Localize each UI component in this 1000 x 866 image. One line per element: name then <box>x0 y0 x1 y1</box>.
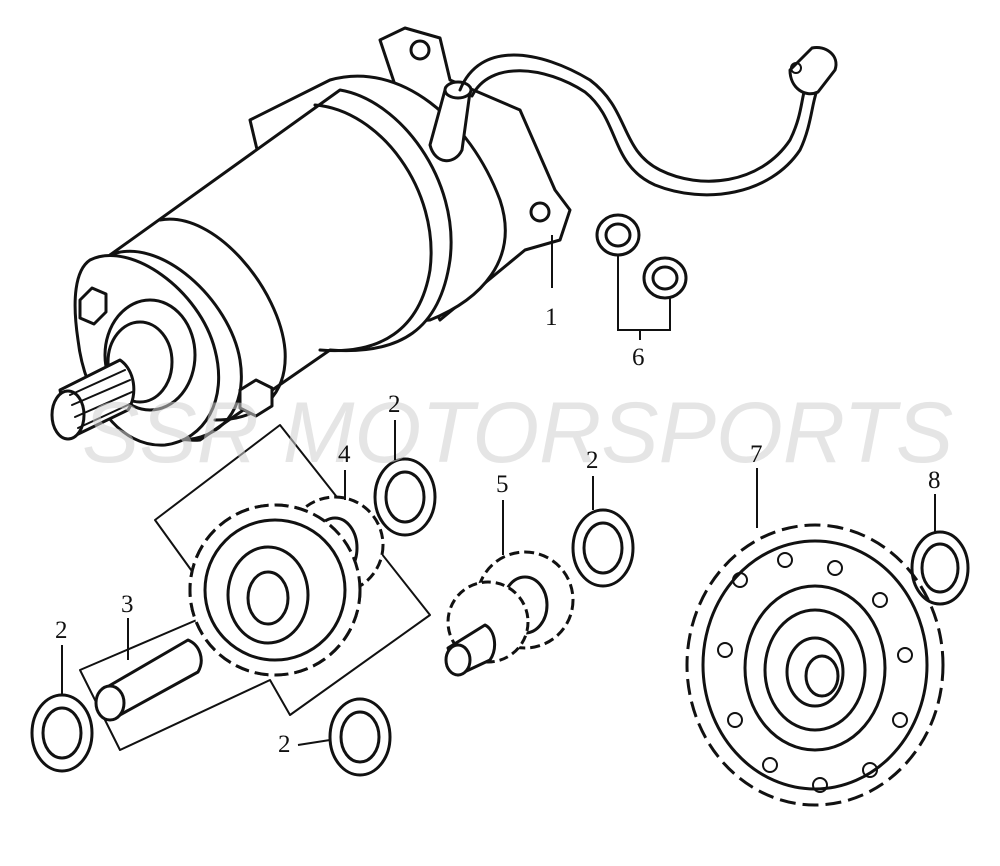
callout-2-bottom: 2 <box>278 731 291 758</box>
callout-5: 5 <box>496 471 509 498</box>
idle-gear-assembly <box>79 424 431 751</box>
callout-2-mid: 2 <box>586 447 599 474</box>
bolt-holes <box>717 552 913 793</box>
starter-motor <box>50 26 838 447</box>
watermark-text: SSR MOTORSPORTS <box>82 385 953 481</box>
washer-pair <box>595 213 688 300</box>
callout-8: 8 <box>928 467 941 494</box>
callout-6: 6 <box>632 344 645 371</box>
callout-3: 3 <box>121 591 134 618</box>
callout-labels: 1 6 2 4 2 5 7 8 3 2 2 <box>55 304 941 758</box>
lock-washer <box>910 530 970 606</box>
callout-4: 4 <box>338 441 351 468</box>
reduction-gear <box>444 550 575 677</box>
callout-1: 1 <box>545 304 558 331</box>
callout-2-top: 2 <box>388 391 401 418</box>
callout-7: 7 <box>750 441 763 468</box>
callout-2-left: 2 <box>55 617 68 644</box>
leader-lines <box>61 235 936 746</box>
gear-shaft <box>94 638 203 722</box>
starter-clutch-gear <box>685 523 945 807</box>
